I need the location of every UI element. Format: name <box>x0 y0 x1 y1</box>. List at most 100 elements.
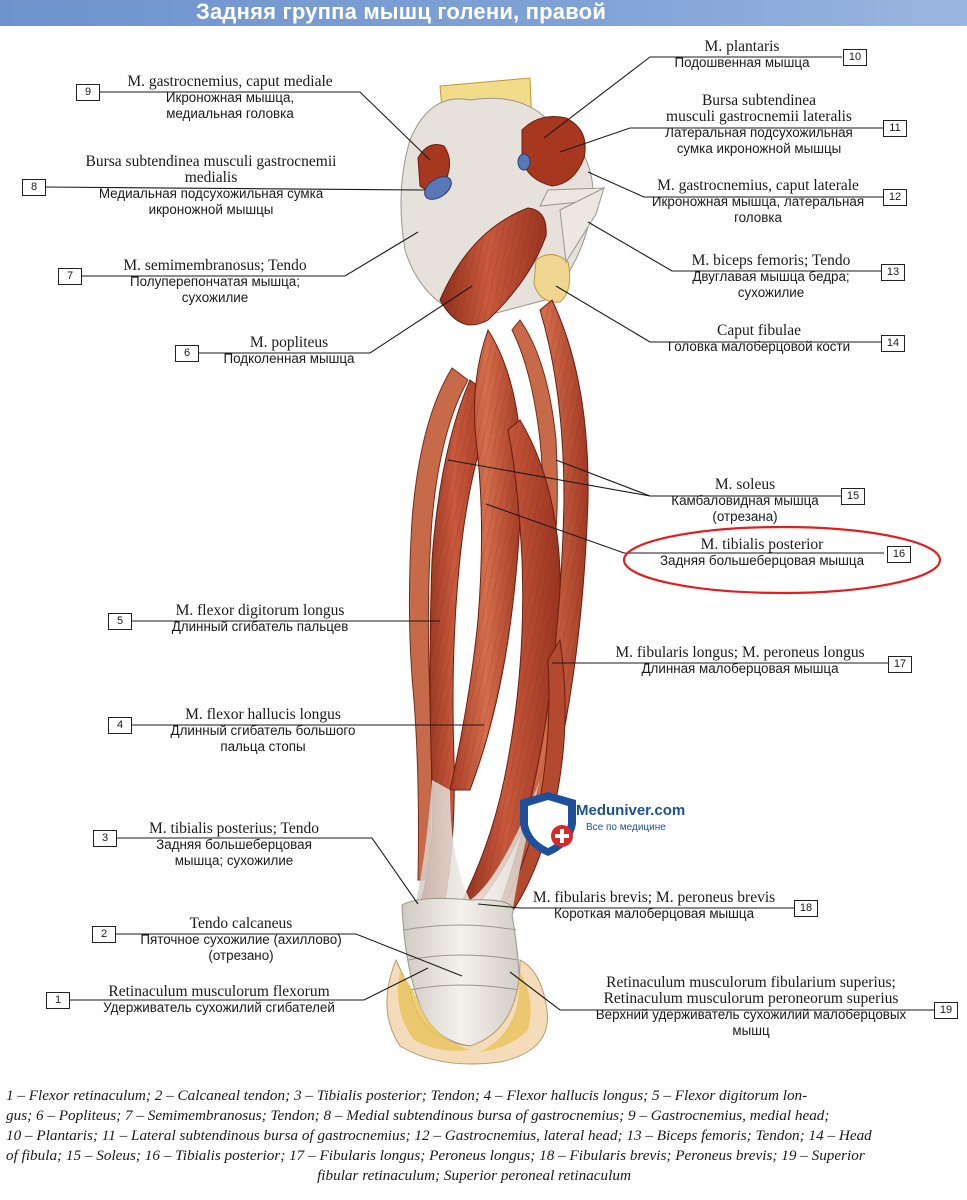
figure-caption: 1 – Flexor retinaculum; 2 – Calcaneal te… <box>6 1086 942 1186</box>
label-latin: M. gastrocnemius, caput laterale <box>657 177 859 194</box>
leader-14 <box>555 285 881 343</box>
label-latin: Bursa subtendinea musculi gastrocnemii m… <box>85 153 337 186</box>
watermark-shield <box>520 792 576 856</box>
label-latin: Tendo calcaneus <box>189 915 293 932</box>
label-russian: Верхний удерживатель сухожилий малоберцо… <box>595 1007 907 1038</box>
label-russian: Полуперепончатая мышца; сухожилие <box>130 274 300 305</box>
label-number-box: 15 <box>841 488 865 505</box>
leader-11 <box>559 127 883 153</box>
label-latin: M. plantaris <box>704 38 780 55</box>
leader-6 <box>196 285 473 354</box>
label-russian: Латеральная подсухожильная сумка икронож… <box>665 125 853 156</box>
highlight-ellipse <box>622 525 942 595</box>
label-number-box: 10 <box>843 49 867 66</box>
label-latin: M. flexor digitorum longus <box>175 602 345 619</box>
label-latin: Retinaculum musculorum flexorum <box>108 983 330 1000</box>
title-bar: Задняя группа мышц голени, правой <box>0 0 967 26</box>
caption-line: 1 – Flexor retinaculum; 2 – Calcaneal te… <box>6 1087 808 1104</box>
label-russian: Удерживатель сухожилий сгибателей <box>103 1000 335 1015</box>
label-latin: M. tibialis posterius; Tendo <box>149 820 319 837</box>
leader-18 <box>477 903 794 909</box>
label-latin: M. fibularis longus; M. peroneus longus <box>615 644 865 661</box>
leader-12 <box>587 171 883 198</box>
label-russian: Короткая малоберцовая мышца <box>553 906 755 921</box>
label-number-box: 13 <box>881 264 905 281</box>
label-latin: M. flexor hallucis longus <box>185 706 341 723</box>
page-title: Задняя группа мышц голени, правой <box>196 0 607 24</box>
bursa-lateral <box>517 153 531 171</box>
label-russian: Длинный сгибатель большого пальца стопы <box>170 723 356 754</box>
leader-lines <box>43 56 935 1011</box>
label-number-box: 5 <box>108 613 132 630</box>
leader-16 <box>485 503 884 554</box>
label-latin: M. gastrocnemius, caput mediale <box>127 73 333 90</box>
label-russian: Задняя большеберцовая мышца <box>659 553 865 568</box>
label-11: Bursa subtendinea musculi gastrocnemii l… <box>459 93 967 157</box>
bursa-medial <box>424 176 452 200</box>
label-latin: M. popliteus <box>249 334 329 351</box>
label-number-box: 11 <box>883 120 907 137</box>
label-latin: Caput fibulae <box>717 322 801 339</box>
lower-tendons <box>414 780 540 915</box>
watermark-tagline: Все по медицине <box>586 822 666 833</box>
label-number-box: 14 <box>881 335 905 352</box>
leader-8 <box>43 186 426 191</box>
caption-line: fibular retinaculum; Superior peroneal r… <box>317 1167 631 1184</box>
label-latin: M. fibularis brevis; M. peroneus brevis <box>532 889 776 906</box>
label-number-box: 6 <box>175 345 199 362</box>
label-number-box: 4 <box>108 717 132 734</box>
label-8: Bursa subtendinea musculi gastrocnemii m… <box>0 154 511 218</box>
leader-19 <box>509 971 935 1011</box>
label-russian: Камбаловидная мышца (отрезана) <box>671 493 819 524</box>
label-latin: M. biceps femoris; Tendo <box>691 252 851 269</box>
leader-9 <box>98 91 431 161</box>
label-number-box: 17 <box>888 656 912 673</box>
leader-2 <box>114 933 463 977</box>
label-latin: M. semimembranosus; Tendo <box>123 257 307 274</box>
caption-line: gus; 6 – Popliteus; 7 – Semimembranosus;… <box>6 1107 830 1124</box>
watermark: Meduniver.com Все по медицине <box>520 792 720 852</box>
label-number-box: 8 <box>22 179 46 196</box>
label-19: Retinaculum musculorum fibularium superi… <box>451 975 967 1039</box>
label-latin: M. soleus <box>714 476 776 493</box>
label-number-box: 12 <box>883 189 907 206</box>
label-number-box: 2 <box>92 926 116 943</box>
plantaris-stump <box>521 116 586 187</box>
label-latin: Retinaculum musculorum fibularium superi… <box>603 974 899 1007</box>
label-russian: Головка малоберцовой кости <box>667 339 851 354</box>
leader-10 <box>543 56 842 139</box>
label-russian: Задняя большеберцовая мышца; сухожилие <box>156 837 312 868</box>
label-latin: Bursa subtendinea musculi gastrocnemii l… <box>666 92 852 125</box>
label-latin: M. tibialis posterior <box>700 536 824 553</box>
caption-line: of fibula; 15 – Soleus; 16 – Tibialis po… <box>6 1147 865 1164</box>
label-russian: Двуглавая мышца бедра; сухожилие <box>692 269 850 300</box>
leader-13 <box>587 221 881 272</box>
label-russian: Медиальная подсухожильная сумка икроножн… <box>98 186 324 217</box>
fibula-head <box>533 254 571 303</box>
leader-3 <box>116 837 419 905</box>
label-russian: Пяточное сухожилие (ахиллово) (отрезано) <box>140 932 342 963</box>
label-russian: Икроножная мышца, латеральная головка <box>651 194 865 225</box>
label-number-box: 1 <box>46 992 70 1009</box>
label-number-box: 16 <box>887 546 911 563</box>
label-number-box: 19 <box>934 1002 958 1019</box>
leader-15b <box>447 459 651 497</box>
label-russian: Длинная малоберцовая мышца <box>641 661 839 676</box>
leader-1 <box>70 967 429 1001</box>
label-russian: Икроножная мышца, медиальная головка <box>165 90 295 121</box>
